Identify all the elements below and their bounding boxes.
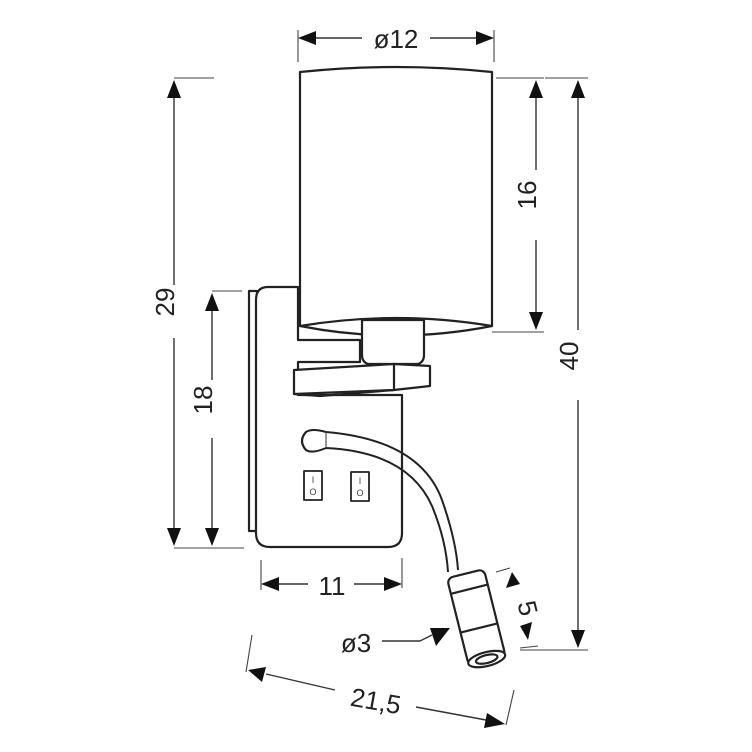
svg-text:40: 40 [554, 342, 584, 371]
dim-shade-height: 16 [492, 77, 544, 333]
svg-text:11: 11 [319, 571, 346, 601]
svg-text:18: 18 [188, 386, 218, 415]
dim-spot-diameter: ø3 [341, 628, 450, 658]
lamp-shade [298, 65, 494, 337]
spotlight-head [447, 569, 507, 669]
svg-text:I: I [359, 476, 362, 486]
rocker-switch-2[interactable]: I O [350, 471, 370, 502]
svg-text:O: O [356, 488, 363, 498]
svg-text:ø12: ø12 [374, 24, 419, 54]
lamp-holder [360, 318, 426, 366]
dim-total-depth: 21,5 [245, 634, 515, 728]
dim-spot-length: 5 [495, 567, 544, 649]
svg-text:29: 29 [150, 288, 180, 317]
dim-shade-diameter: ø12 [297, 24, 495, 62]
rocker-switch-1[interactable]: I O [303, 470, 323, 501]
svg-text:16: 16 [512, 181, 542, 210]
arm-bracket [292, 362, 432, 398]
dim-backplate-height: 18 [188, 290, 242, 546]
dim-backplate-width: 11 [260, 558, 403, 601]
dim-mount-to-top: 29 [150, 77, 244, 549]
svg-text:5: 5 [511, 598, 544, 619]
gooseneck [300, 429, 459, 573]
svg-text:O: O [309, 487, 316, 497]
svg-text:ø3: ø3 [341, 628, 371, 658]
svg-text:21,5: 21,5 [348, 682, 403, 720]
svg-text:I: I [312, 475, 315, 485]
dim-total-height: 40 [520, 77, 588, 651]
